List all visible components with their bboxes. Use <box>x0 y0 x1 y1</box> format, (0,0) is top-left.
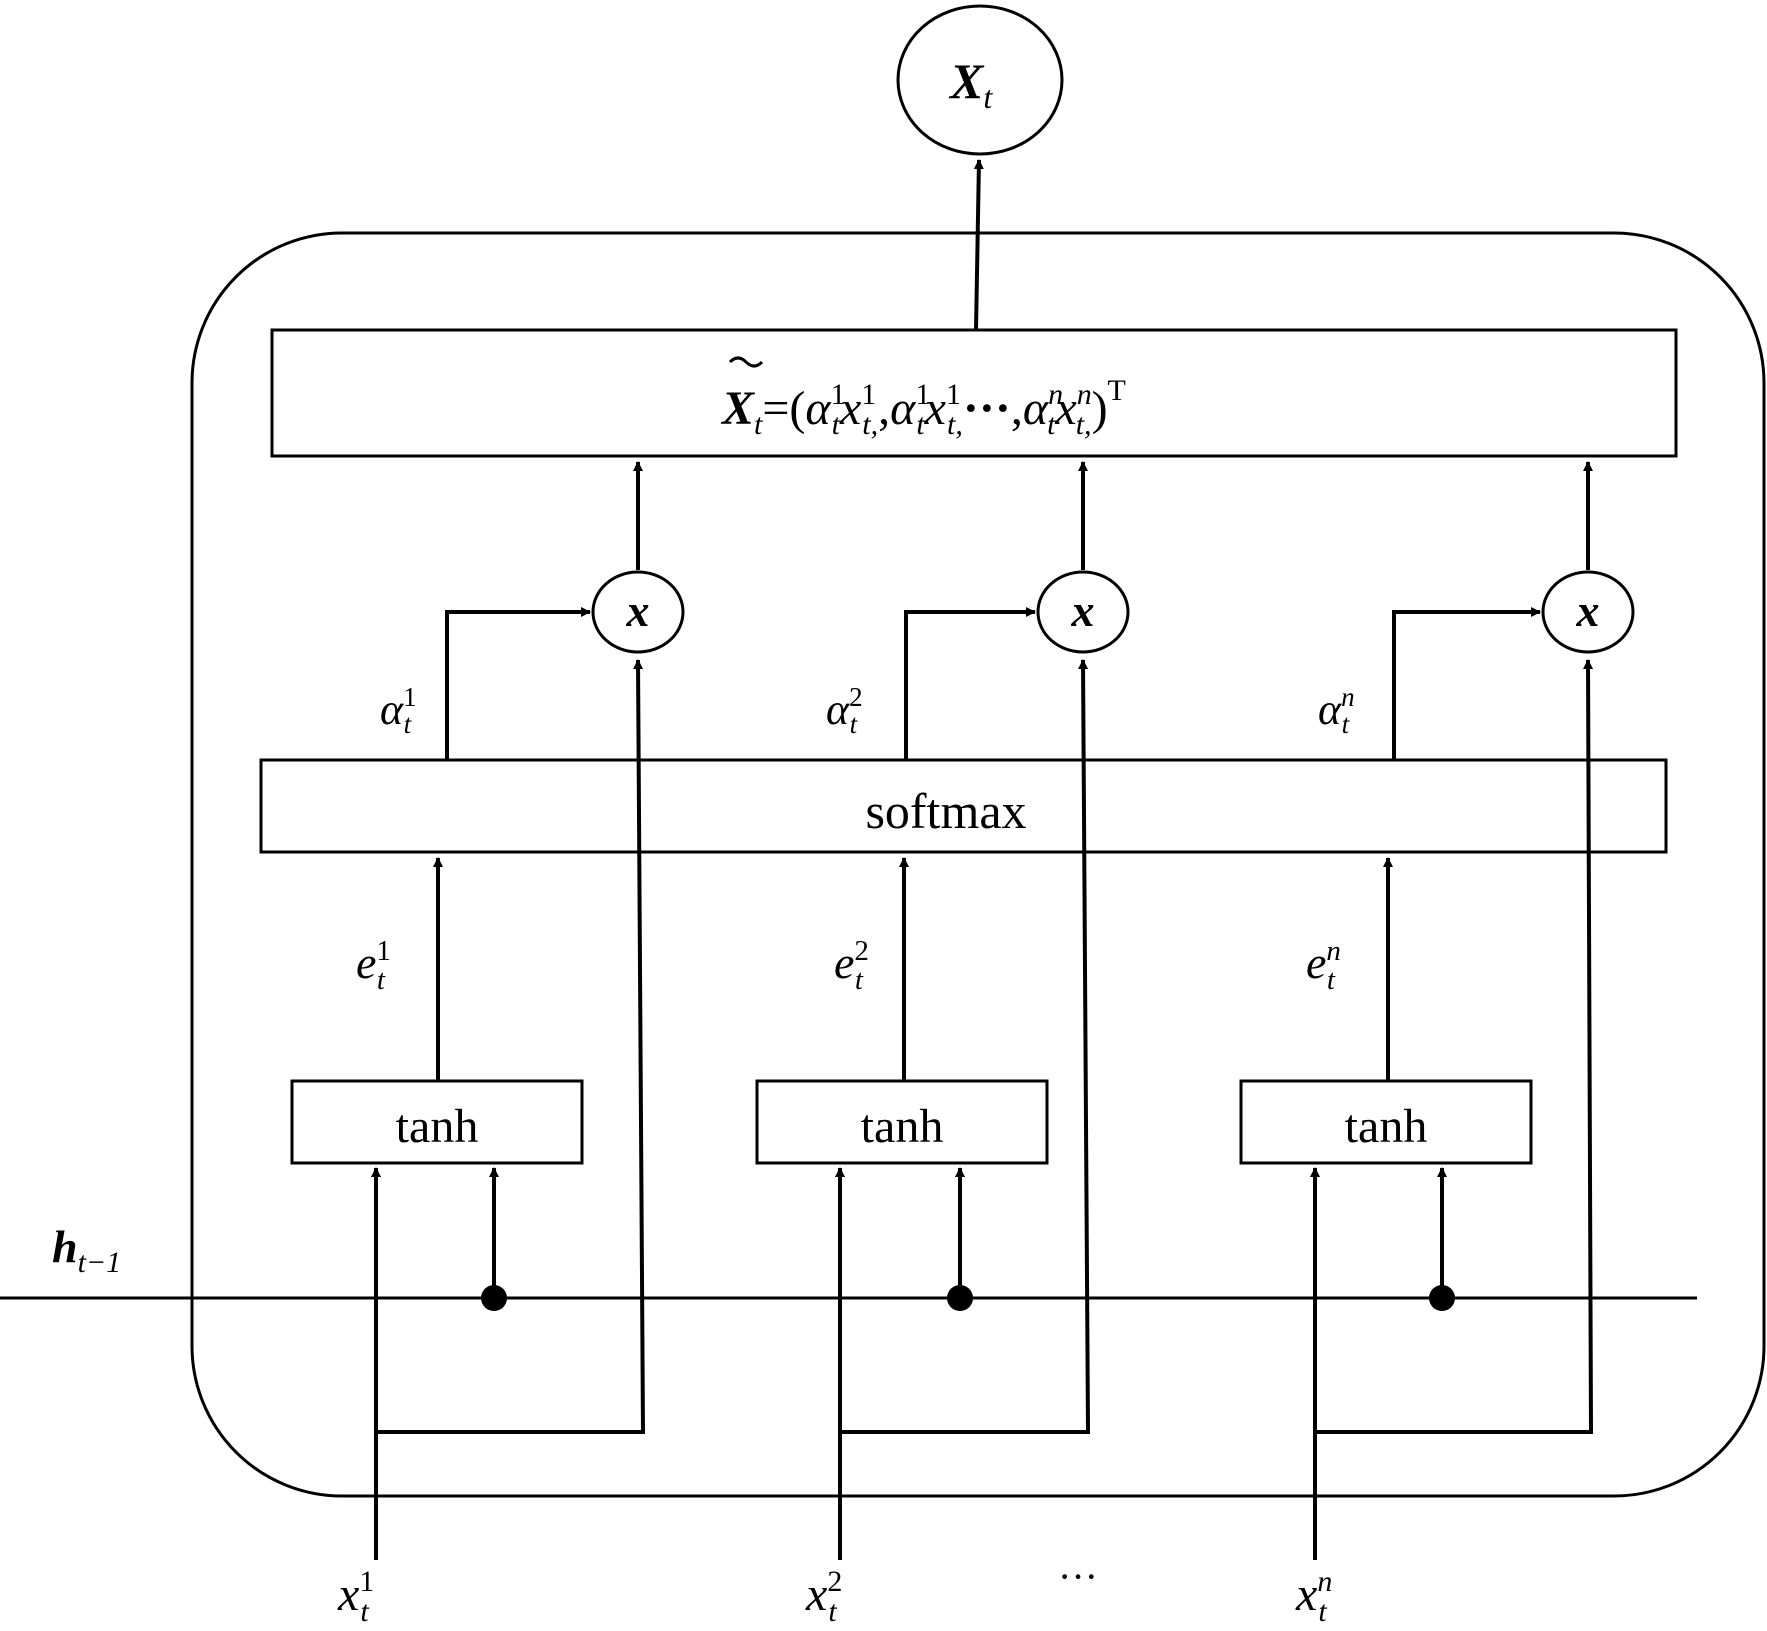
inputs-ellipsis: ··· <box>1058 1554 1098 1599</box>
weight-arrow-1 <box>445 607 591 760</box>
softmax-label: softmax <box>865 783 1026 839</box>
input-feed-arrow-1 <box>376 659 646 1434</box>
tanh-label-3: tanh <box>1345 1100 1428 1153</box>
input-feed-arrow-3 <box>1315 659 1594 1434</box>
hidden-state-label: ht−1 <box>52 1221 121 1279</box>
multiply-node-1 <box>591 570 685 654</box>
weight-arrow-3 <box>1392 607 1541 760</box>
output-symbol: X <box>948 53 985 109</box>
multiply-label-3: x <box>1576 585 1600 636</box>
arrow-to-output <box>973 159 984 331</box>
output-node: Xt <box>896 4 1064 156</box>
weight-arrow-2 <box>904 607 1036 760</box>
multiply-node-2 <box>1036 570 1130 654</box>
svg-text:Xt: Xt <box>948 53 993 115</box>
multiply-node-3 <box>1541 570 1635 654</box>
softmax-box: softmax <box>259 758 1668 854</box>
tanh-label-2: tanh <box>861 1100 944 1153</box>
tanh-label-1: tanh <box>396 1100 479 1153</box>
tilde-mark <box>728 356 764 368</box>
output-subscript: t <box>983 79 993 115</box>
multiply-label-1: x <box>626 585 650 636</box>
input-feed-arrow-2 <box>840 659 1091 1434</box>
multiply-label-2: x <box>1071 585 1095 636</box>
lhs-symbol: X <box>720 382 755 435</box>
